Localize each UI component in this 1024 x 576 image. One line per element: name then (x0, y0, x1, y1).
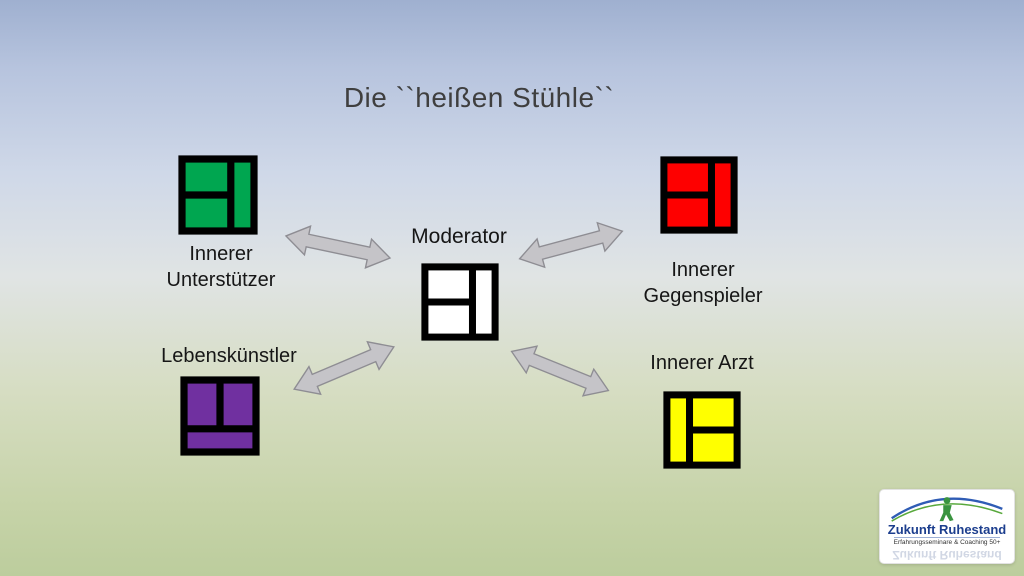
chair-icon (421, 263, 499, 341)
label-lebenskuenstler: Lebenskünstler (161, 345, 297, 367)
chair-icon-innerer-gegenspieler (660, 156, 738, 234)
label-innerer-gegenspieler: Innerer Gegenspieler (613, 257, 793, 309)
arrow-shape (510, 345, 610, 397)
arrow-moderator-arzt (502, 331, 618, 410)
label-line: Innerer (189, 243, 253, 265)
label-line: Unterstützer (166, 269, 276, 291)
walking-person-icon (939, 497, 954, 522)
chair-icon (180, 376, 260, 456)
arrow-moderator-unterstuetzer (280, 215, 396, 279)
label-line: Gegenspieler (643, 285, 763, 307)
arrow-shape (293, 340, 395, 396)
double-arrow-icon (293, 340, 395, 396)
double-arrow-icon (284, 225, 392, 269)
arrow-shape (284, 225, 392, 269)
logo-reflection: Zukunft Ruhestand (892, 548, 1002, 562)
logo-arc-green (891, 503, 1003, 522)
chair-icon (660, 156, 738, 234)
arrow-moderator-lebenskuenstler (284, 327, 404, 409)
chair-icon-moderator (421, 262, 499, 342)
chair-icon-innerer-unterstuetzer (178, 155, 258, 235)
logo-reflection-title: Zukunft Ruhestand (892, 548, 1002, 562)
logo-art (891, 497, 1003, 522)
chair-icon-innerer-arzt (663, 390, 741, 470)
label-innerer-unterstuetzer: Innerer Unterstützer (131, 241, 311, 293)
logo-title: Zukunft Ruhestand (887, 522, 1007, 537)
chair-icon (178, 155, 258, 235)
slide-title: Die ``heißen Stühle`` (343, 82, 615, 113)
chair-icon-lebenskuenstler (180, 376, 260, 456)
label-line: Innerer (671, 259, 735, 281)
arrow-shape (518, 221, 624, 269)
label-innerer-arzt: Innerer Arzt (650, 352, 754, 374)
arrow-moderator-gegenspieler (512, 210, 629, 279)
label-moderator: Moderator (411, 225, 507, 248)
logo-subtitle: Erfahrungsseminare & Coaching 50+ (893, 537, 1001, 546)
double-arrow-icon (518, 221, 624, 269)
double-arrow-icon (510, 345, 610, 397)
logo-zukunft-ruhestand: Zukunft Ruhestand Erfahrungsseminare & C… (879, 489, 1015, 564)
chair-icon (663, 391, 741, 469)
